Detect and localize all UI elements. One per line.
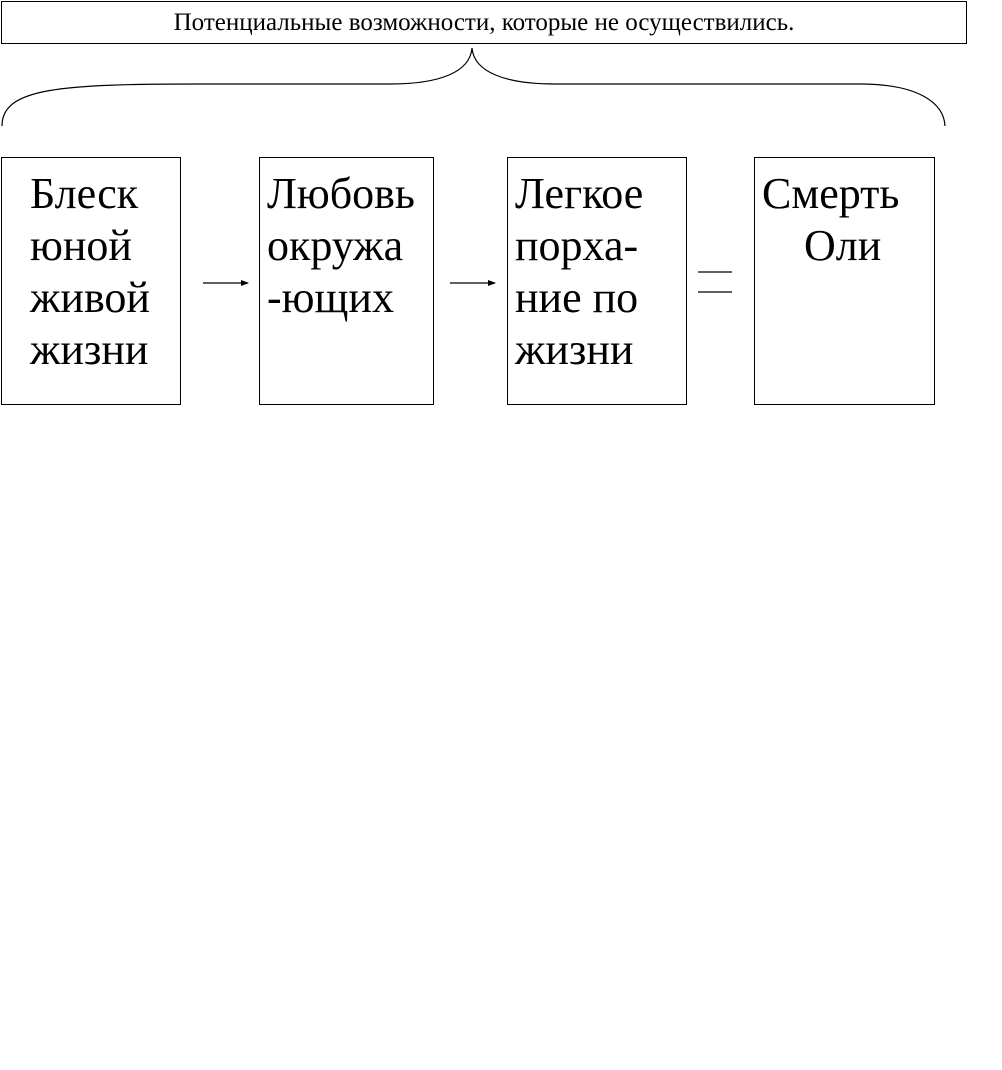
box-line: жизни xyxy=(515,325,634,374)
box-line: юной xyxy=(30,221,132,270)
box-death-of-olya: Смерть Оли xyxy=(754,157,935,405)
curly-brace xyxy=(1,47,946,127)
title-text: Потенциальные возможности, которые не ос… xyxy=(173,9,795,36)
box-line: порха- xyxy=(515,221,639,270)
box-line: Оли xyxy=(804,221,882,270)
box-line: Смерть xyxy=(762,169,900,218)
box-line: Блеск xyxy=(30,169,139,218)
title-box: Потенциальные возможности, которые не ос… xyxy=(1,1,967,44)
box-love-of-others: Любовь окружа -ющих xyxy=(259,157,434,405)
box-line: живой xyxy=(30,273,150,322)
box-fluttering-through-life: Легкое порха- ние по жизни xyxy=(507,157,687,405)
curly-brace-path xyxy=(1,47,946,127)
box-bright-young-life: Блеск юной живой жизни xyxy=(1,157,181,405)
box-line: Легкое xyxy=(515,169,644,218)
box-line: ние по xyxy=(515,273,639,322)
box-line: жизни xyxy=(30,325,149,374)
box-line: окружа xyxy=(267,221,404,270)
box-line: Любовь xyxy=(267,169,415,218)
box-line: -ющих xyxy=(267,273,394,322)
